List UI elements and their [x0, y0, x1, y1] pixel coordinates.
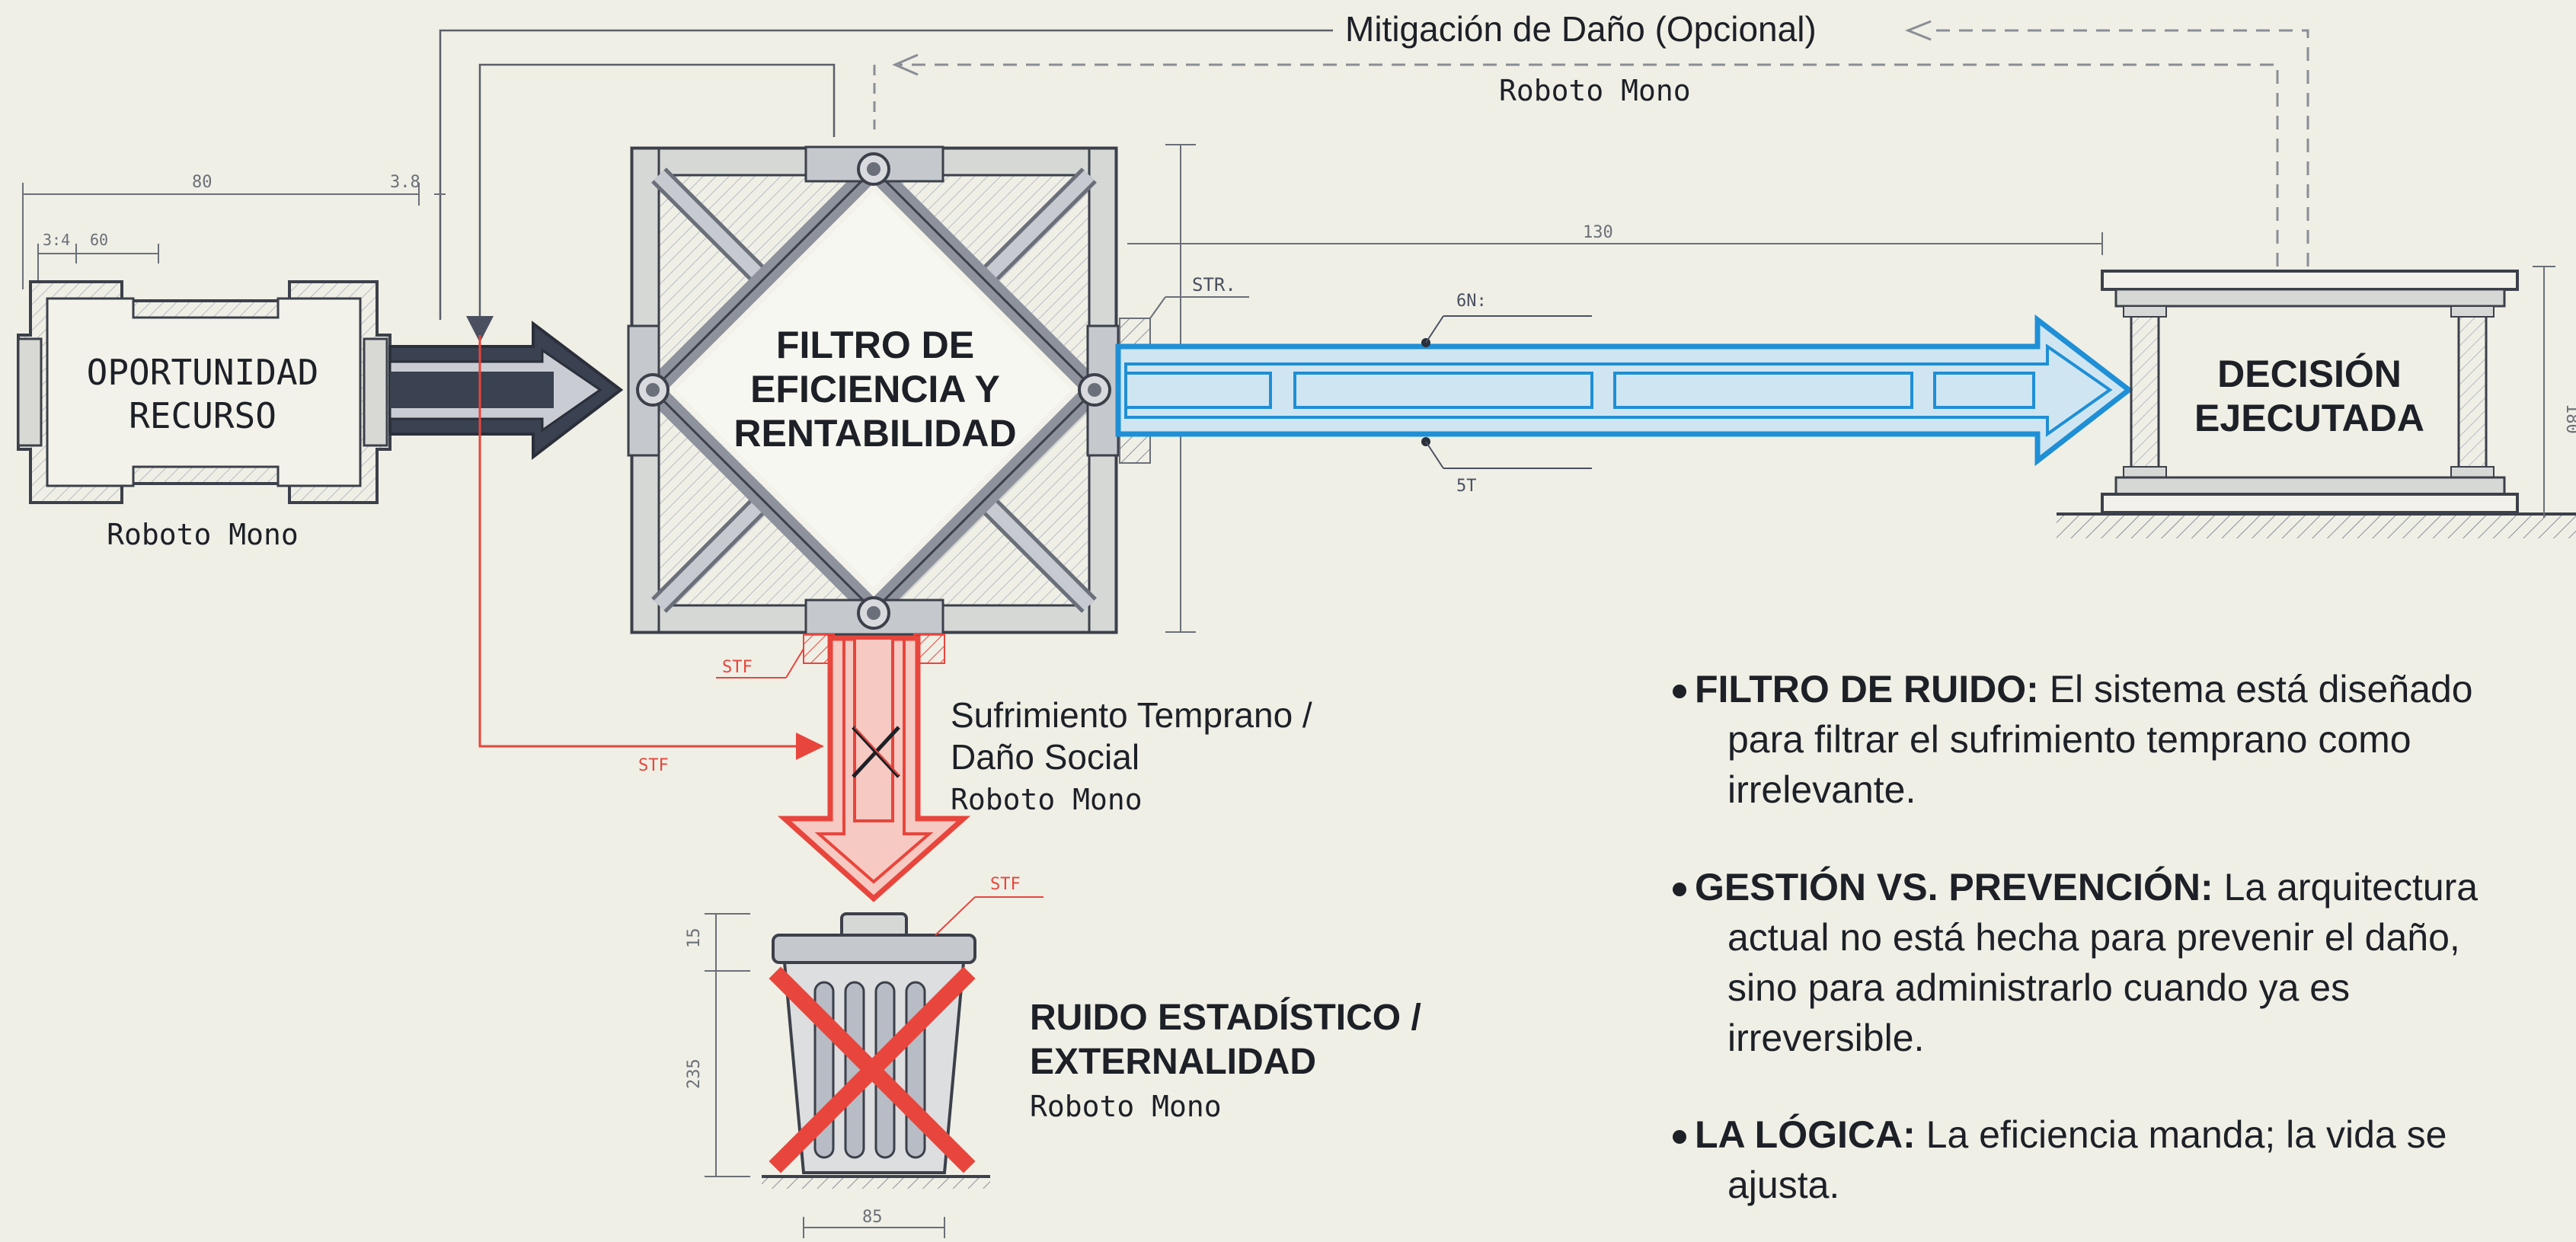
bullet-2-line-2: actual no está hecha para prevenir el da…	[1727, 916, 2460, 959]
suffering-line2: Daño Social	[951, 737, 1139, 777]
waste-arrow: STF STF Sufrimiento Temprano / Daño Soci…	[478, 335, 1312, 902]
decision-line2: EJECUTADA	[2194, 397, 2424, 439]
bullet-3-line-1: LA LÓGICA: La eficiencia manda; la vida …	[1695, 1113, 2447, 1156]
source-line2: RECURSO	[129, 395, 276, 436]
decision-line1: DECISIÓN	[2217, 353, 2402, 395]
feedback-sublabel: Roboto Mono	[1499, 74, 1691, 107]
filter-line2: EFICIENCIA Y	[750, 368, 1000, 410]
decision-block: DECISIÓN EJECUTADA 180	[2057, 266, 2576, 538]
feedback-label: Mitigación de Daño (Opcional)	[1345, 9, 1817, 49]
source-sublabel: Roboto Mono	[107, 518, 299, 551]
bullet-1-head: FILTRO DE RUIDO:	[1695, 668, 2039, 710]
bullet-list: FILTRO DE RUIDO: El sistema está diseñad…	[1673, 668, 2478, 1206]
dim-180: 180	[2562, 404, 2576, 434]
filter-block: FILTRO DE EFICIENCIA Y RENTABILIDAD	[627, 145, 1120, 636]
bullet-3-line-2: ajusta.	[1727, 1164, 1839, 1206]
output-arrow: 6N: 5T	[1115, 292, 2133, 496]
dim-85: 85	[862, 1208, 883, 1227]
bullet-1-text: El sistema está diseñado	[2039, 668, 2473, 710]
source-line1: OPORTUNIDAD	[87, 352, 319, 393]
dim-130: 130	[1583, 223, 1613, 242]
tag-stf-3: STF	[990, 875, 1021, 894]
tag-5t: 5T	[1456, 477, 1477, 496]
suffering-line1: Sufrimiento Temprano /	[951, 695, 1312, 735]
down-arrow-icon	[466, 316, 494, 343]
dim-60: 60	[90, 231, 108, 249]
tag-6n: 6N:	[1456, 292, 1487, 311]
dimension-lines-left	[22, 183, 446, 289]
filter-line3: RENTABILIDAD	[733, 412, 1016, 455]
trash-can: STF 15 235 85 RUIDO ESTADÍSTICO / EXTERN…	[685, 875, 1421, 1238]
bullet-1-line-2: para filtrar el sufrimiento temprano com…	[1727, 718, 2411, 761]
tag-str: STR.	[1192, 274, 1236, 295]
bullet-1-line-1: FILTRO DE RUIDO: El sistema está diseñad…	[1695, 668, 2473, 710]
feedback-arrow-icon	[1904, 20, 1932, 41]
dim-235: 235	[685, 1058, 704, 1089]
dim-15: 15	[685, 928, 704, 949]
trash-line1: RUIDO ESTADÍSTICO /	[1030, 997, 1421, 1038]
bullet-3-head: LA LÓGICA:	[1695, 1113, 1916, 1156]
tag-stf-2: STF	[638, 756, 669, 775]
red-arrow-icon	[796, 733, 824, 760]
feedback-loop: Mitigación de Daño (Opcional) Roboto Mon…	[439, 9, 2309, 343]
filter-line1: FILTRO DE	[776, 324, 974, 366]
bullet-2-head: GESTIÓN VS. PREVENCIÓN:	[1695, 866, 2213, 908]
bullet-1-line-3: irrelevante.	[1727, 768, 1916, 811]
bullet-2-line-1: GESTIÓN VS. PREVENCIÓN: La arquitectura	[1695, 866, 2478, 908]
input-arrow	[388, 320, 624, 461]
bullet-2-text: La arquitectura	[2213, 866, 2479, 908]
dim-80: 80	[192, 173, 213, 192]
trash-sublabel: Roboto Mono	[1030, 1090, 1222, 1123]
trash-line2: EXTERNALIDAD	[1030, 1042, 1316, 1082]
bullet-2-line-4: irreversible.	[1727, 1017, 1924, 1059]
bullet-3-text: La eficiencia manda; la vida se	[1916, 1113, 2447, 1156]
suffering-sublabel: Roboto Mono	[951, 783, 1143, 816]
dim-3-8: 3.8	[390, 173, 420, 192]
tag-stf-1: STF	[722, 658, 753, 677]
dim-3-4: 3:4	[43, 231, 70, 249]
source-block: OPORTUNIDAD RECURSO Roboto Mono	[17, 280, 392, 551]
bullet-2-line-3: sino para administrarlo cuando ya es	[1727, 966, 2350, 1009]
